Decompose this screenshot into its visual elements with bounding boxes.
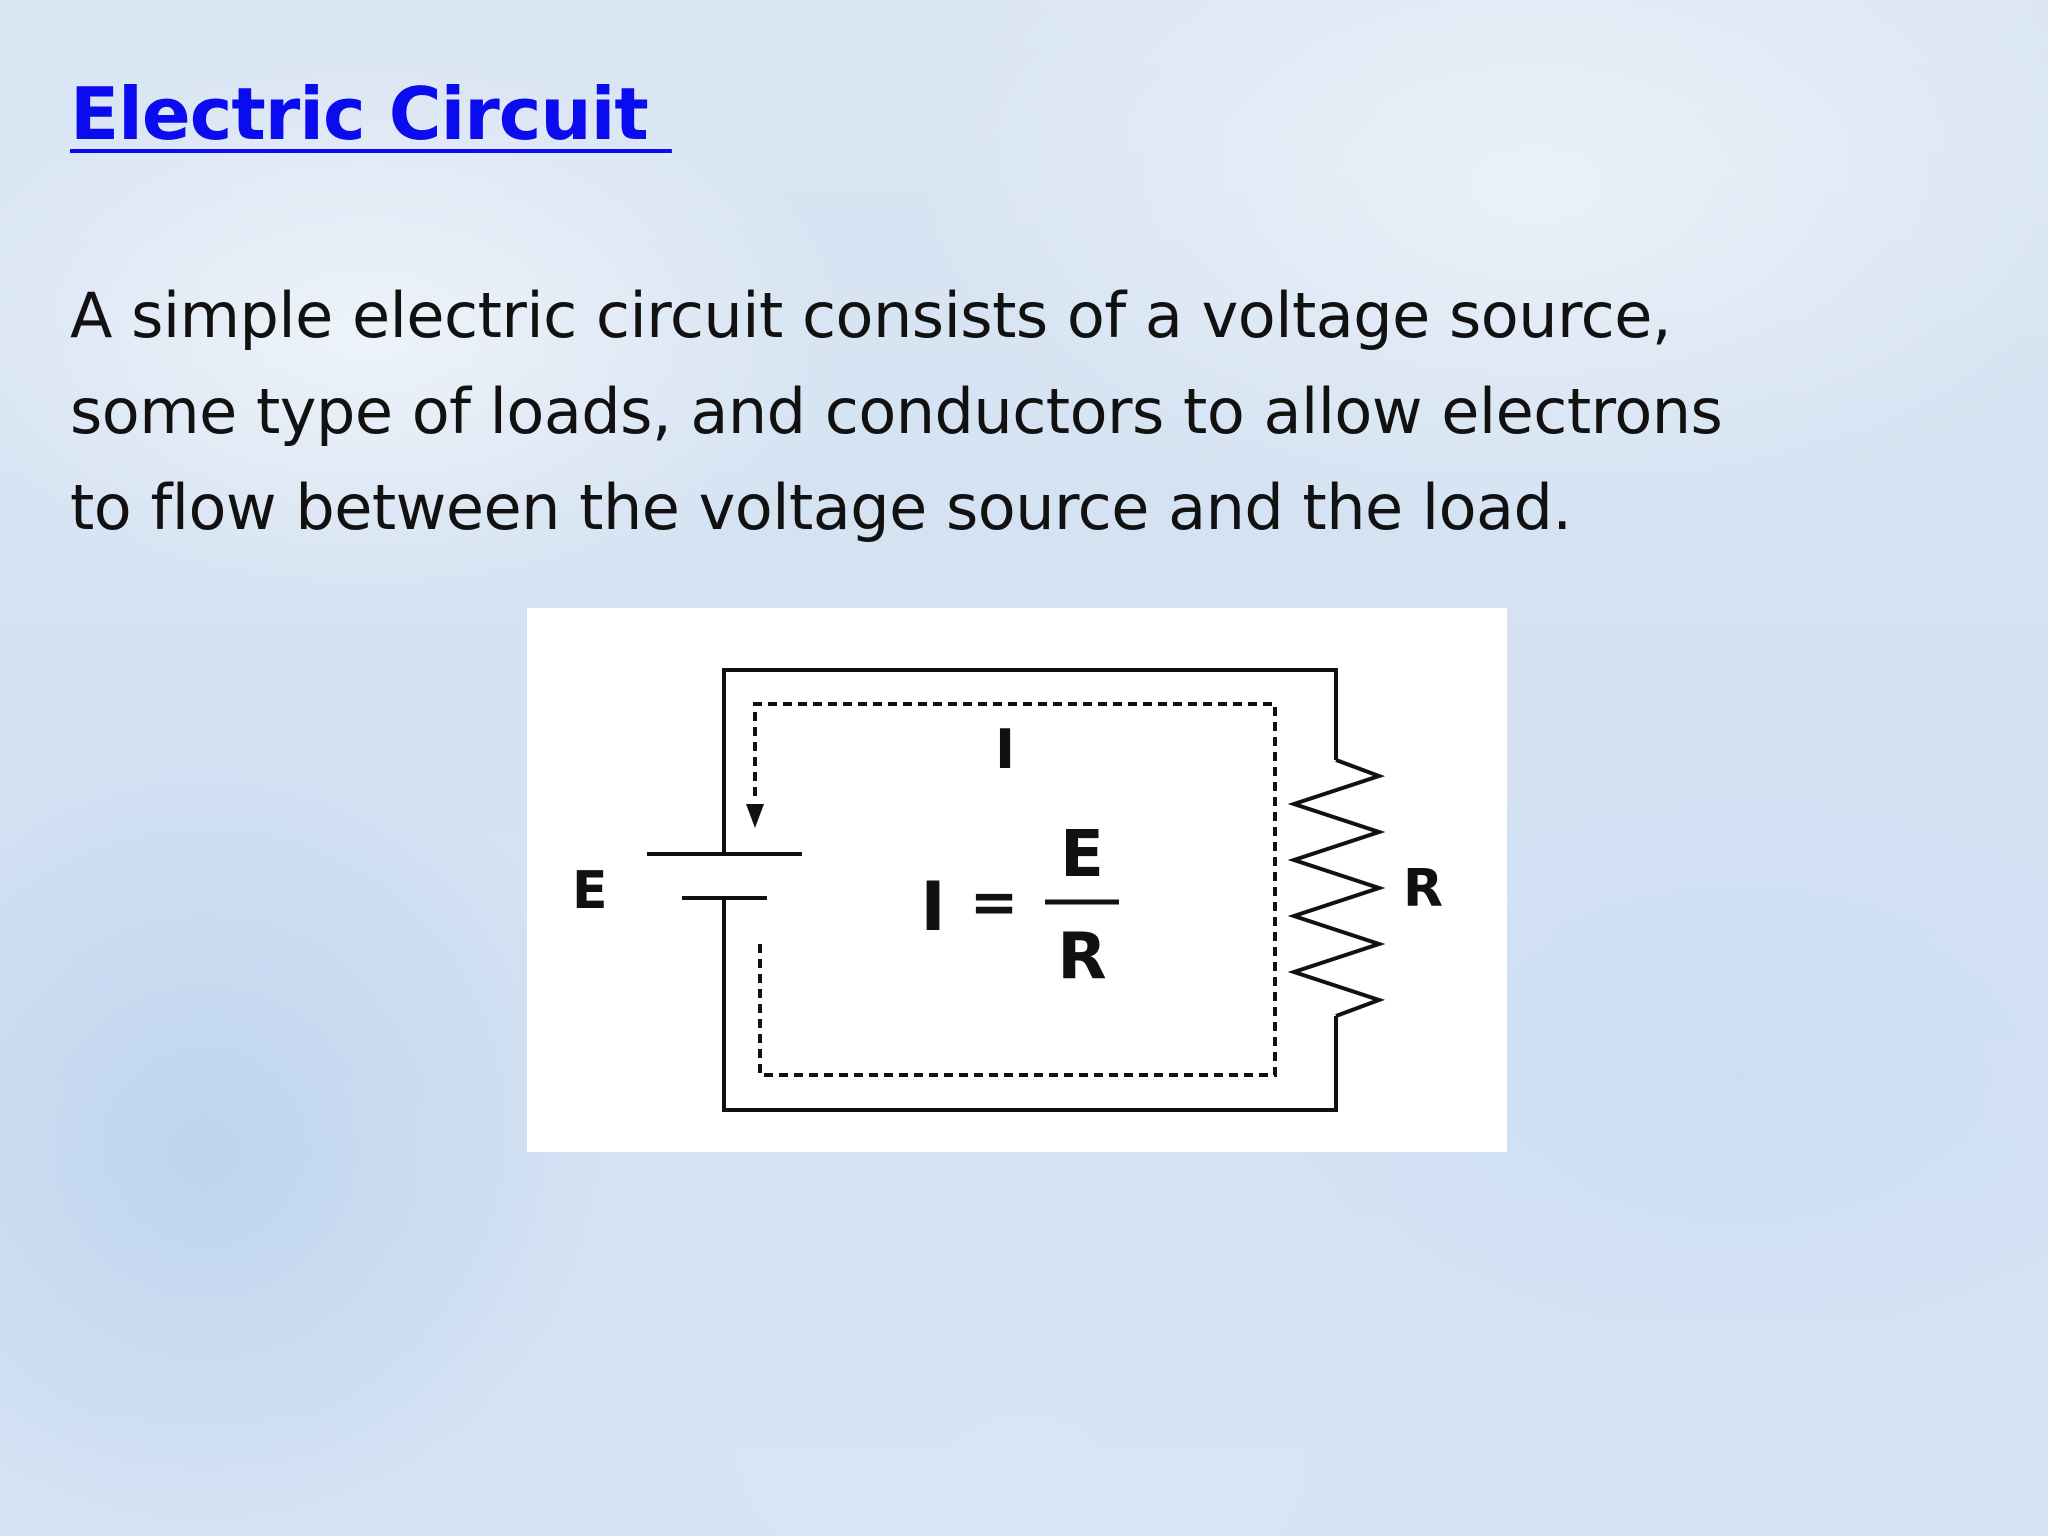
formula-equals: = — [970, 868, 1019, 936]
formula-lhs: I — [920, 868, 945, 947]
resistor-label: R — [1403, 859, 1443, 919]
body-line-1: A simple electric circuit consists of a … — [70, 279, 1672, 352]
slide-body: A simple electric circuit consists of a … — [70, 268, 1970, 556]
slide-title: Electric Circuit — [70, 72, 672, 156]
circuit-svg: E I R I = E R — [572, 668, 1443, 1112]
body-line-2: some type of loads, and conductors to al… — [70, 375, 1723, 448]
source-label: E — [572, 861, 608, 921]
circuit-wire — [722, 668, 1338, 1112]
formula-numerator: E — [1060, 818, 1104, 892]
formula-denominator: R — [1057, 920, 1106, 994]
body-line-3: to flow between the voltage source and t… — [70, 471, 1572, 544]
current-label: I — [995, 718, 1015, 781]
resistor-zigzag — [1287, 758, 1386, 1018]
current-path — [753, 702, 1277, 1077]
circuit-diagram: E I R I = E R — [527, 608, 1507, 1152]
current-arrow-icon — [746, 804, 764, 828]
